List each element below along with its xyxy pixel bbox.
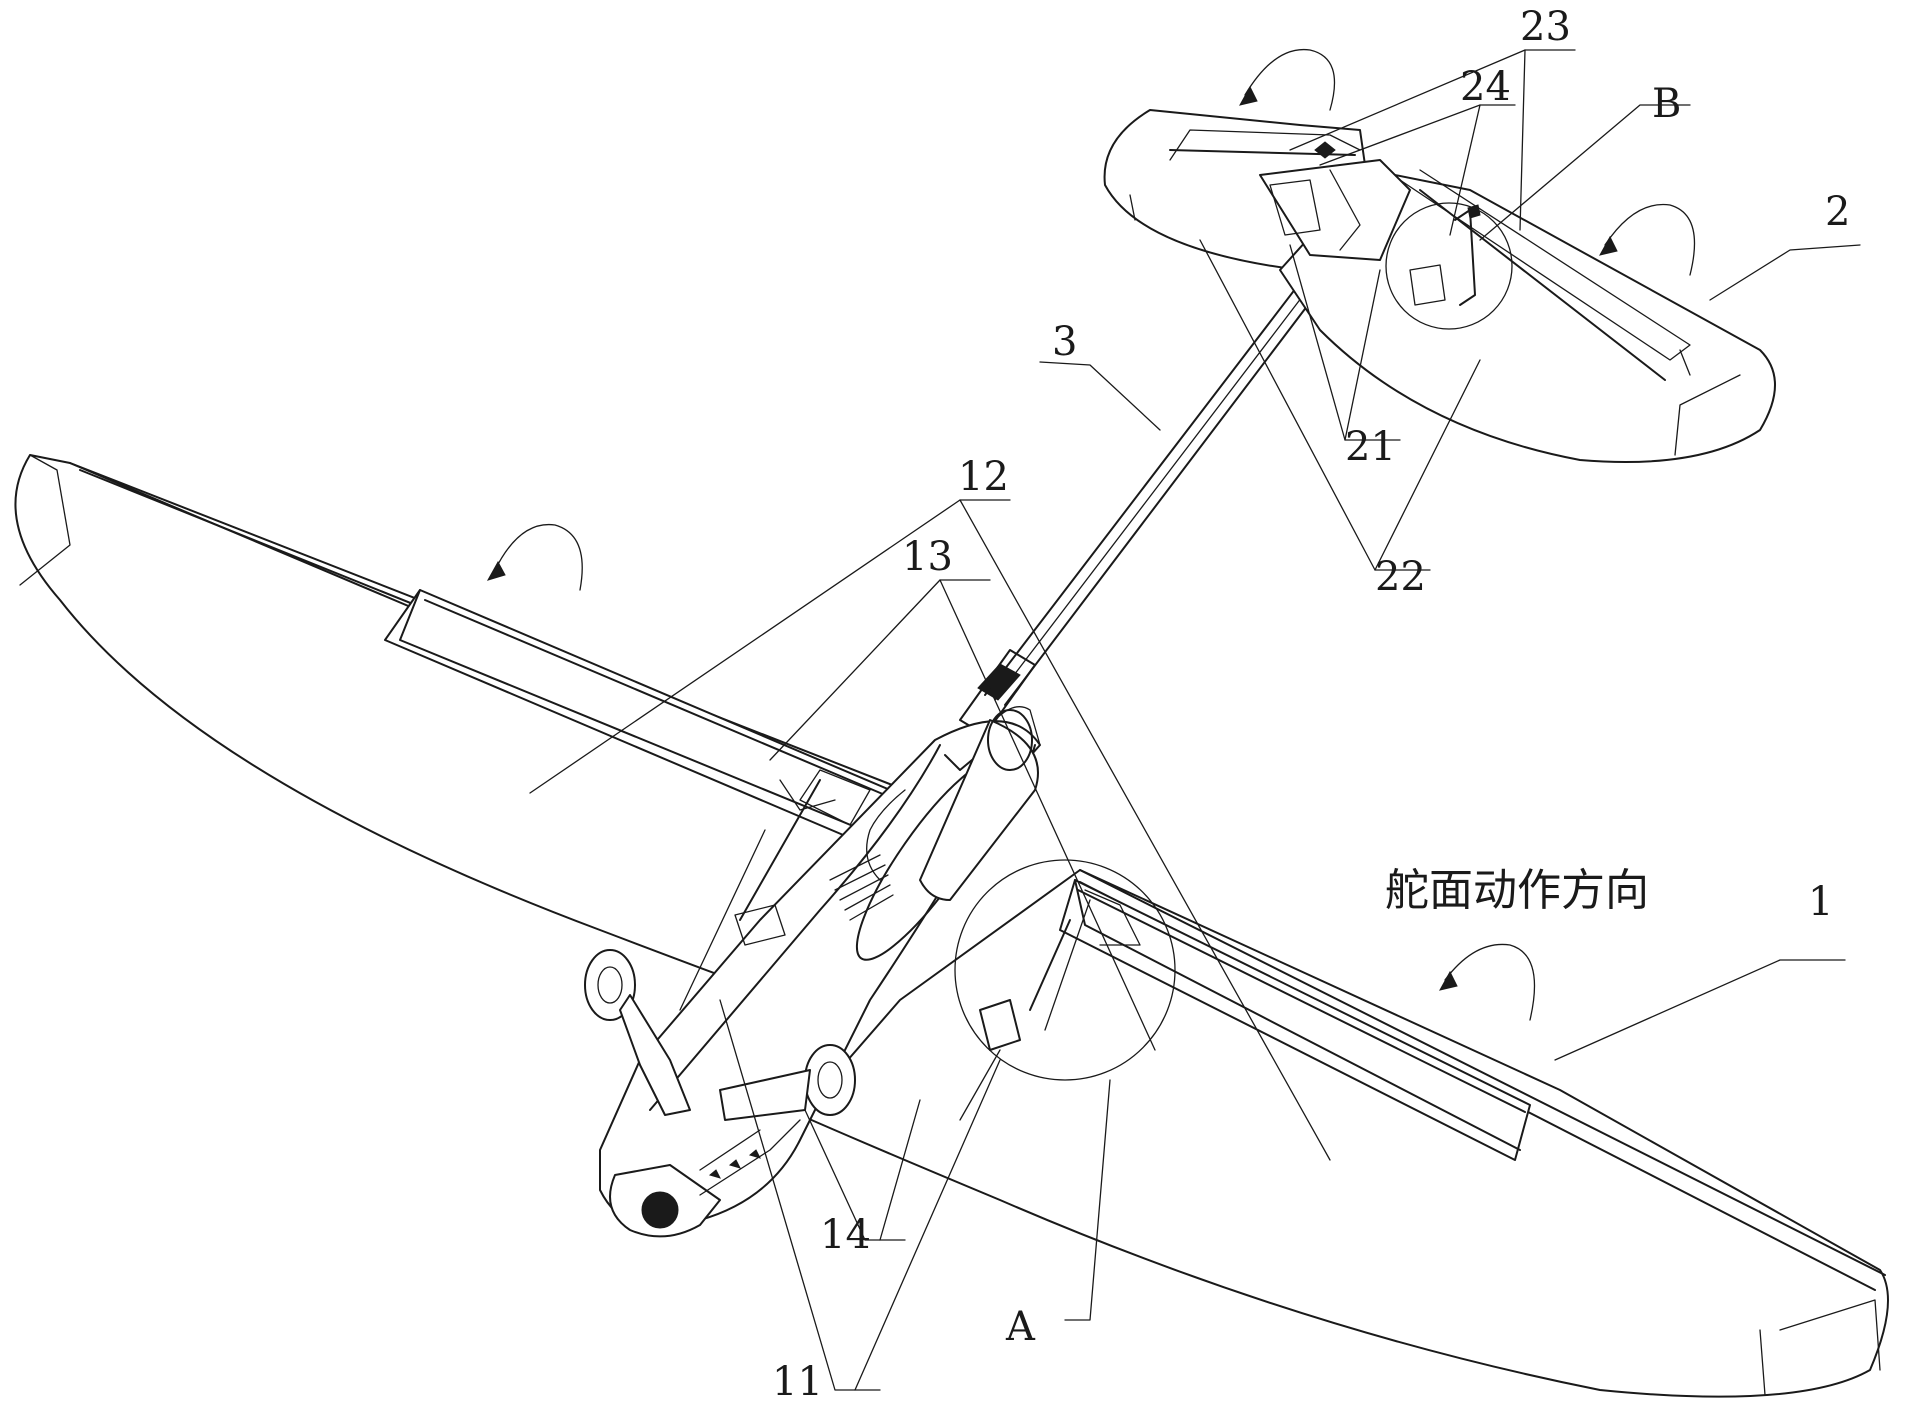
label-1: 1 bbox=[1808, 879, 1833, 925]
nose-camera-icon bbox=[641, 1191, 679, 1229]
right-aileron bbox=[1059, 879, 1531, 1161]
fuselage-pod bbox=[919, 709, 1039, 901]
main-wing-right-outline bbox=[799, 869, 1889, 1398]
reference-labels: 1 2 3 12 13 14 11 A B 21 22 23 24 bbox=[772, 4, 1850, 1402]
servo-right bbox=[959, 899, 1091, 1121]
label-24: 24 bbox=[1460, 64, 1511, 110]
label-22: 22 bbox=[1375, 554, 1426, 600]
main-wing-left-outline bbox=[14, 454, 901, 991]
main-wing bbox=[14, 454, 1889, 1398]
label-21: 21 bbox=[1345, 424, 1396, 470]
detail-b-hardware bbox=[1409, 204, 1481, 306]
label-3: 3 bbox=[1052, 319, 1077, 365]
detail-circle-b bbox=[1385, 202, 1513, 330]
servo-left bbox=[679, 779, 821, 1011]
label-23: 23 bbox=[1520, 4, 1571, 50]
label-2: 2 bbox=[1825, 189, 1850, 235]
control-surface-direction-caption: 舵面动作方向 bbox=[1385, 865, 1649, 916]
tail-wing-right bbox=[1279, 169, 1776, 463]
label-a: A bbox=[1005, 1304, 1036, 1350]
right-wheel bbox=[804, 1044, 856, 1116]
label-b: B bbox=[1652, 81, 1681, 127]
landing-gear bbox=[584, 949, 856, 1121]
left-wheel bbox=[584, 949, 636, 1021]
label-12: 12 bbox=[958, 454, 1009, 500]
label-11: 11 bbox=[772, 1359, 823, 1402]
label-14: 14 bbox=[820, 1212, 871, 1258]
tail-wing bbox=[1103, 109, 1776, 463]
leader-lines bbox=[529, 49, 1861, 1391]
motion-arrows bbox=[486, 48, 1696, 1021]
label-13: 13 bbox=[902, 534, 953, 580]
fuselage bbox=[599, 706, 1041, 1238]
detail-circle-a bbox=[954, 859, 1176, 1081]
